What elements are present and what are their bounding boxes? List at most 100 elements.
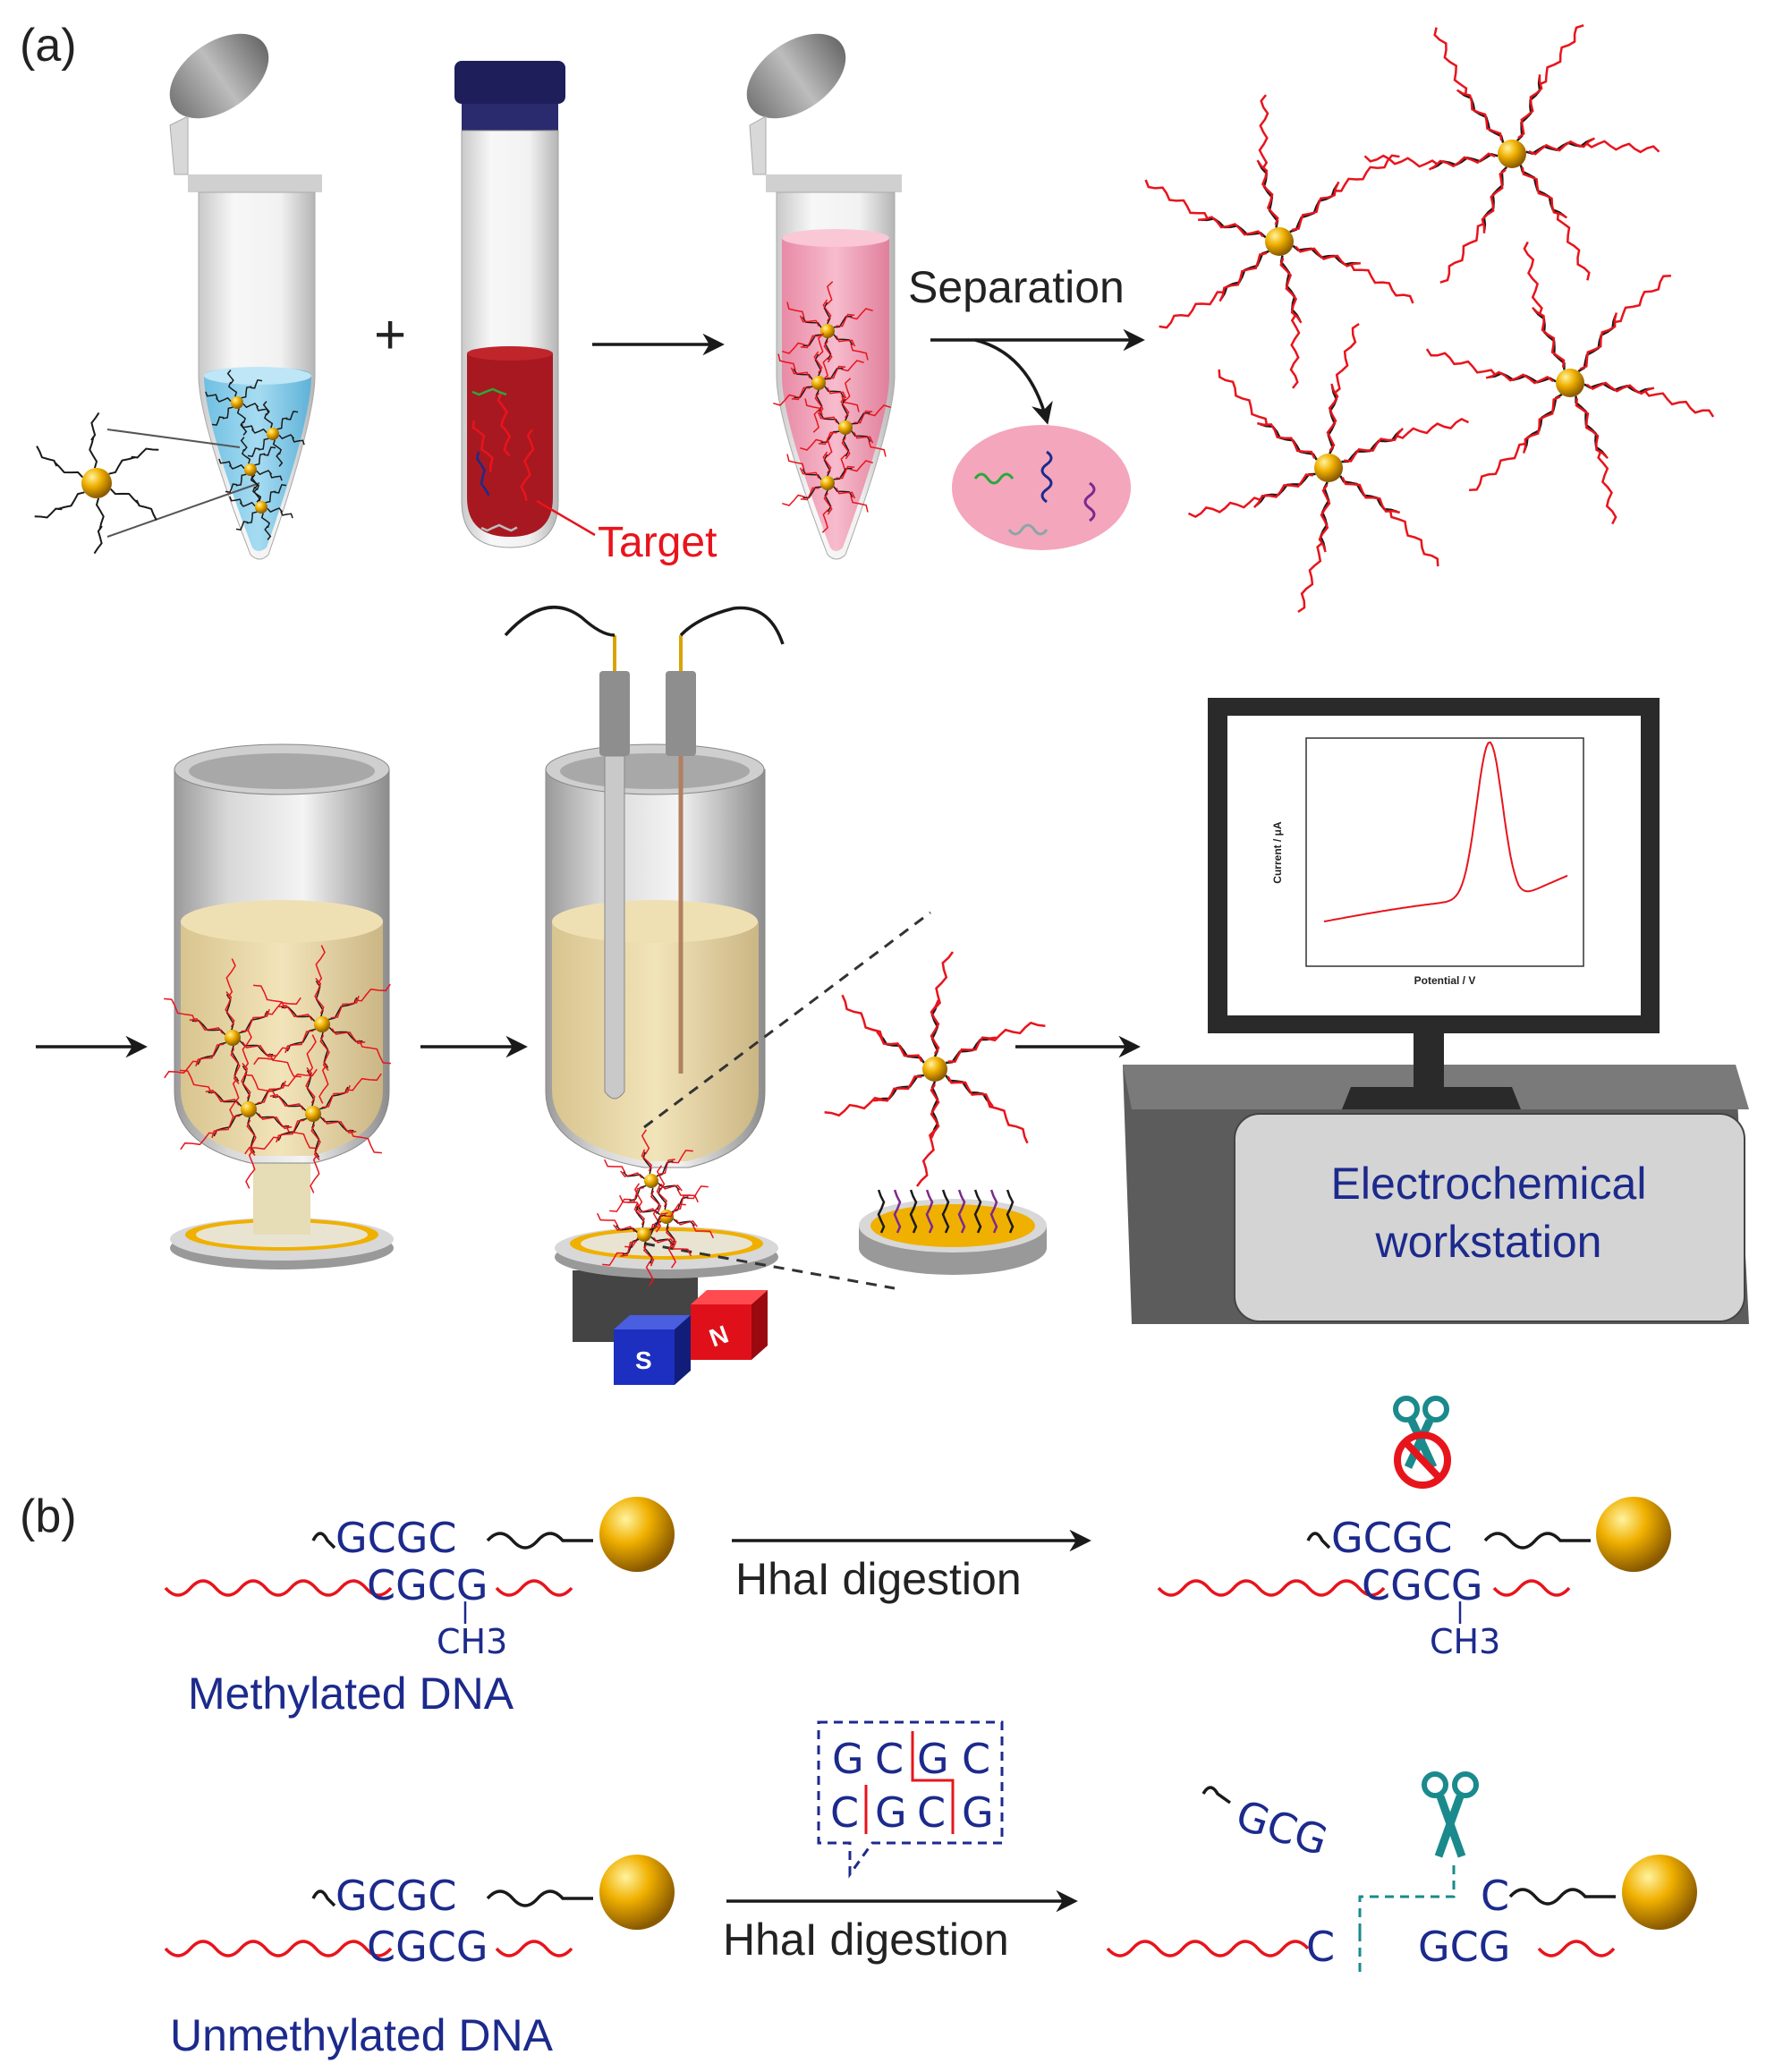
dna-strand bbox=[245, 1149, 256, 1189]
dna-strand bbox=[211, 1115, 241, 1139]
blood-sample-tube bbox=[454, 61, 596, 548]
dna-strand bbox=[649, 1214, 666, 1231]
dna-strand bbox=[623, 1171, 645, 1180]
dna-strand bbox=[604, 1159, 626, 1174]
dna-strand bbox=[1481, 168, 1507, 234]
dna-strand bbox=[643, 1244, 655, 1267]
released-fragment-seq: GCG bbox=[1230, 1790, 1333, 1864]
gold-nanoparticle bbox=[811, 376, 826, 390]
dna-strand bbox=[241, 1062, 251, 1100]
dna-strand bbox=[310, 1124, 321, 1161]
dna-strand bbox=[658, 1159, 675, 1176]
gold-nanoparticle bbox=[644, 1174, 658, 1188]
dna-strand bbox=[244, 1136, 282, 1155]
dna-strand bbox=[276, 1119, 305, 1143]
methylated-target-seq: CGCG bbox=[367, 1561, 488, 1609]
dna-strand bbox=[817, 333, 825, 357]
site-top-3: G bbox=[917, 1735, 949, 1783]
dna-strand bbox=[1326, 383, 1339, 452]
dna-strand bbox=[1388, 509, 1439, 567]
dna-strand bbox=[1289, 313, 1301, 389]
dna-strand bbox=[353, 983, 391, 1002]
dna-strand bbox=[833, 486, 853, 498]
dna-strand bbox=[1433, 27, 1468, 96]
gold-nanoparticle bbox=[1498, 140, 1526, 168]
dna-strand bbox=[195, 1043, 225, 1067]
dna-strand bbox=[235, 521, 249, 531]
dna-strand bbox=[799, 315, 819, 327]
dna-strand bbox=[1395, 417, 1470, 439]
dna-strand bbox=[823, 301, 831, 325]
dna-strand bbox=[306, 1034, 317, 1074]
plot-xlabel: Potential / V bbox=[1414, 974, 1476, 987]
dna-strand bbox=[164, 1060, 201, 1079]
dna-strand bbox=[802, 334, 822, 347]
dna-strand bbox=[673, 1194, 691, 1211]
dna-strand bbox=[1522, 395, 1561, 454]
gold-nanoparticle bbox=[244, 463, 257, 476]
dna-strand bbox=[613, 1224, 636, 1233]
dna-strand bbox=[252, 486, 262, 502]
dna-strand bbox=[987, 1021, 1046, 1042]
dna-strand bbox=[609, 1198, 632, 1212]
site-bottom-1: C bbox=[830, 1788, 859, 1837]
target-cut-end: C bbox=[1306, 1923, 1335, 1971]
dna-strand bbox=[1439, 222, 1485, 284]
dna-strand bbox=[211, 416, 225, 427]
dna-strand bbox=[89, 436, 98, 469]
separation-label: Separation bbox=[908, 262, 1125, 312]
dna-strand bbox=[656, 1185, 667, 1208]
arrow-waste bbox=[974, 338, 1053, 425]
dna-strand bbox=[597, 1212, 619, 1227]
dna-strand bbox=[247, 447, 260, 458]
gold-nanoparticle bbox=[838, 420, 853, 435]
dna-strand bbox=[241, 386, 252, 399]
dpv-curve bbox=[1323, 741, 1568, 922]
site-bottom-4: G bbox=[962, 1788, 994, 1837]
dna-strand bbox=[292, 437, 305, 446]
dna-strand bbox=[95, 497, 105, 531]
target-label: Target bbox=[598, 519, 717, 566]
dna-strand bbox=[278, 1004, 313, 1021]
dna-strand bbox=[1482, 166, 1507, 231]
dna-strand bbox=[673, 1218, 695, 1227]
panel-a-label: (a) bbox=[20, 20, 77, 72]
dna-strand bbox=[841, 994, 884, 1040]
dna-strand bbox=[986, 1099, 1029, 1144]
dna-strand bbox=[242, 448, 251, 464]
unmethylated-target-seq: CGCG bbox=[367, 1923, 488, 1971]
dna-strand bbox=[276, 417, 288, 430]
site-top-4: C bbox=[962, 1735, 990, 1783]
dna-strand bbox=[349, 1129, 382, 1154]
gold-nanoparticle bbox=[81, 468, 112, 498]
dna-strand bbox=[250, 428, 267, 434]
dna-strand bbox=[800, 335, 819, 349]
dna-strand bbox=[471, 420, 495, 472]
dna-strand bbox=[135, 499, 157, 521]
dna-strand bbox=[278, 434, 295, 440]
unmethylated-probe-seq: GCGC bbox=[335, 1872, 457, 1920]
dna-strand bbox=[1469, 442, 1527, 491]
dna-strand bbox=[108, 456, 136, 475]
dna-strand bbox=[1577, 315, 1617, 373]
dna-strand bbox=[318, 1064, 329, 1104]
dna-strand bbox=[180, 1132, 217, 1151]
dna-strand bbox=[1256, 159, 1279, 225]
gold-nanoparticle bbox=[922, 1057, 947, 1082]
dna-strand bbox=[1556, 212, 1591, 281]
dna-strand bbox=[1258, 94, 1269, 170]
dna-strand bbox=[851, 430, 871, 443]
dna-strand bbox=[230, 1048, 241, 1085]
dna-strand bbox=[471, 387, 507, 396]
zoom-line-bottom bbox=[643, 1242, 896, 1290]
dna-strand bbox=[1279, 258, 1303, 324]
site-bottom-2: G bbox=[875, 1788, 907, 1837]
electrochemical-cell-2: S N bbox=[504, 606, 785, 1385]
dna-strand bbox=[1292, 244, 1358, 266]
unmethylated-name: Unmethylated DNA bbox=[170, 2010, 554, 2060]
dna-strand bbox=[1643, 389, 1715, 418]
dna-strand bbox=[671, 1150, 693, 1164]
dna-strand bbox=[1521, 166, 1568, 219]
discarded-strands bbox=[973, 450, 1096, 536]
dna-strand bbox=[842, 434, 850, 457]
